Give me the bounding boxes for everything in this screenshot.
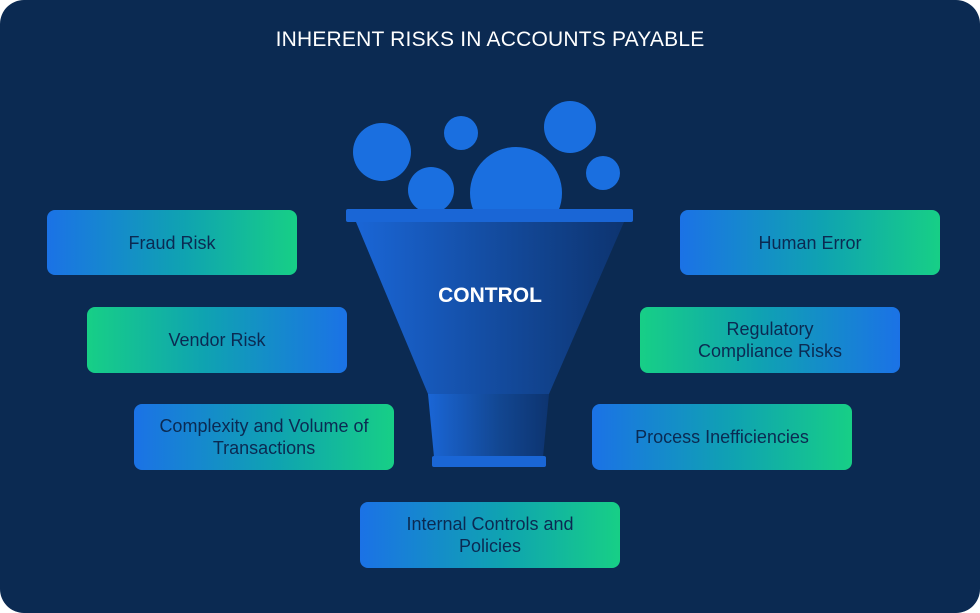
funnel-base — [432, 456, 546, 467]
risk-label-vendor: Vendor Risk — [168, 330, 266, 350]
risk-box-complexity: Complexity and Volume of Transactions — [134, 404, 394, 470]
bubble-1 — [353, 123, 411, 181]
bubble-5 — [544, 101, 596, 153]
risk-box-human-error: Human Error — [680, 210, 940, 275]
funnel-rim — [346, 209, 633, 222]
risk-label-complexity: Complexity and Volume of Transactions — [159, 416, 369, 458]
risk-label-human-error: Human Error — [758, 232, 862, 253]
risk-box-vendor: Vendor Risk — [87, 307, 347, 373]
risk-box-process: Process Inefficiencies — [592, 404, 852, 470]
funnel-stem — [428, 394, 549, 457]
risk-label-process: Process Inefficiencies — [635, 427, 809, 447]
diagram-title: INHERENT RISKS IN ACCOUNTS PAYABLE — [275, 28, 705, 51]
bubble-3 — [408, 167, 454, 213]
bubble-6 — [586, 156, 620, 190]
risk-label-regulatory: Regulatory Compliance Risks — [697, 319, 843, 361]
risk-box-internal-controls: Internal Controls and Policies — [360, 502, 620, 568]
bubble-2 — [444, 116, 478, 150]
risk-box-fraud: Fraud Risk — [47, 210, 297, 275]
risk-label-internal-controls: Internal Controls and Policies — [406, 514, 574, 556]
risk-box-regulatory: Regulatory Compliance Risks — [640, 307, 900, 373]
funnel-control-label: CONTROL — [438, 284, 542, 307]
funnel-cone — [356, 222, 624, 394]
risk-label-fraud: Fraud Risk — [128, 232, 216, 253]
